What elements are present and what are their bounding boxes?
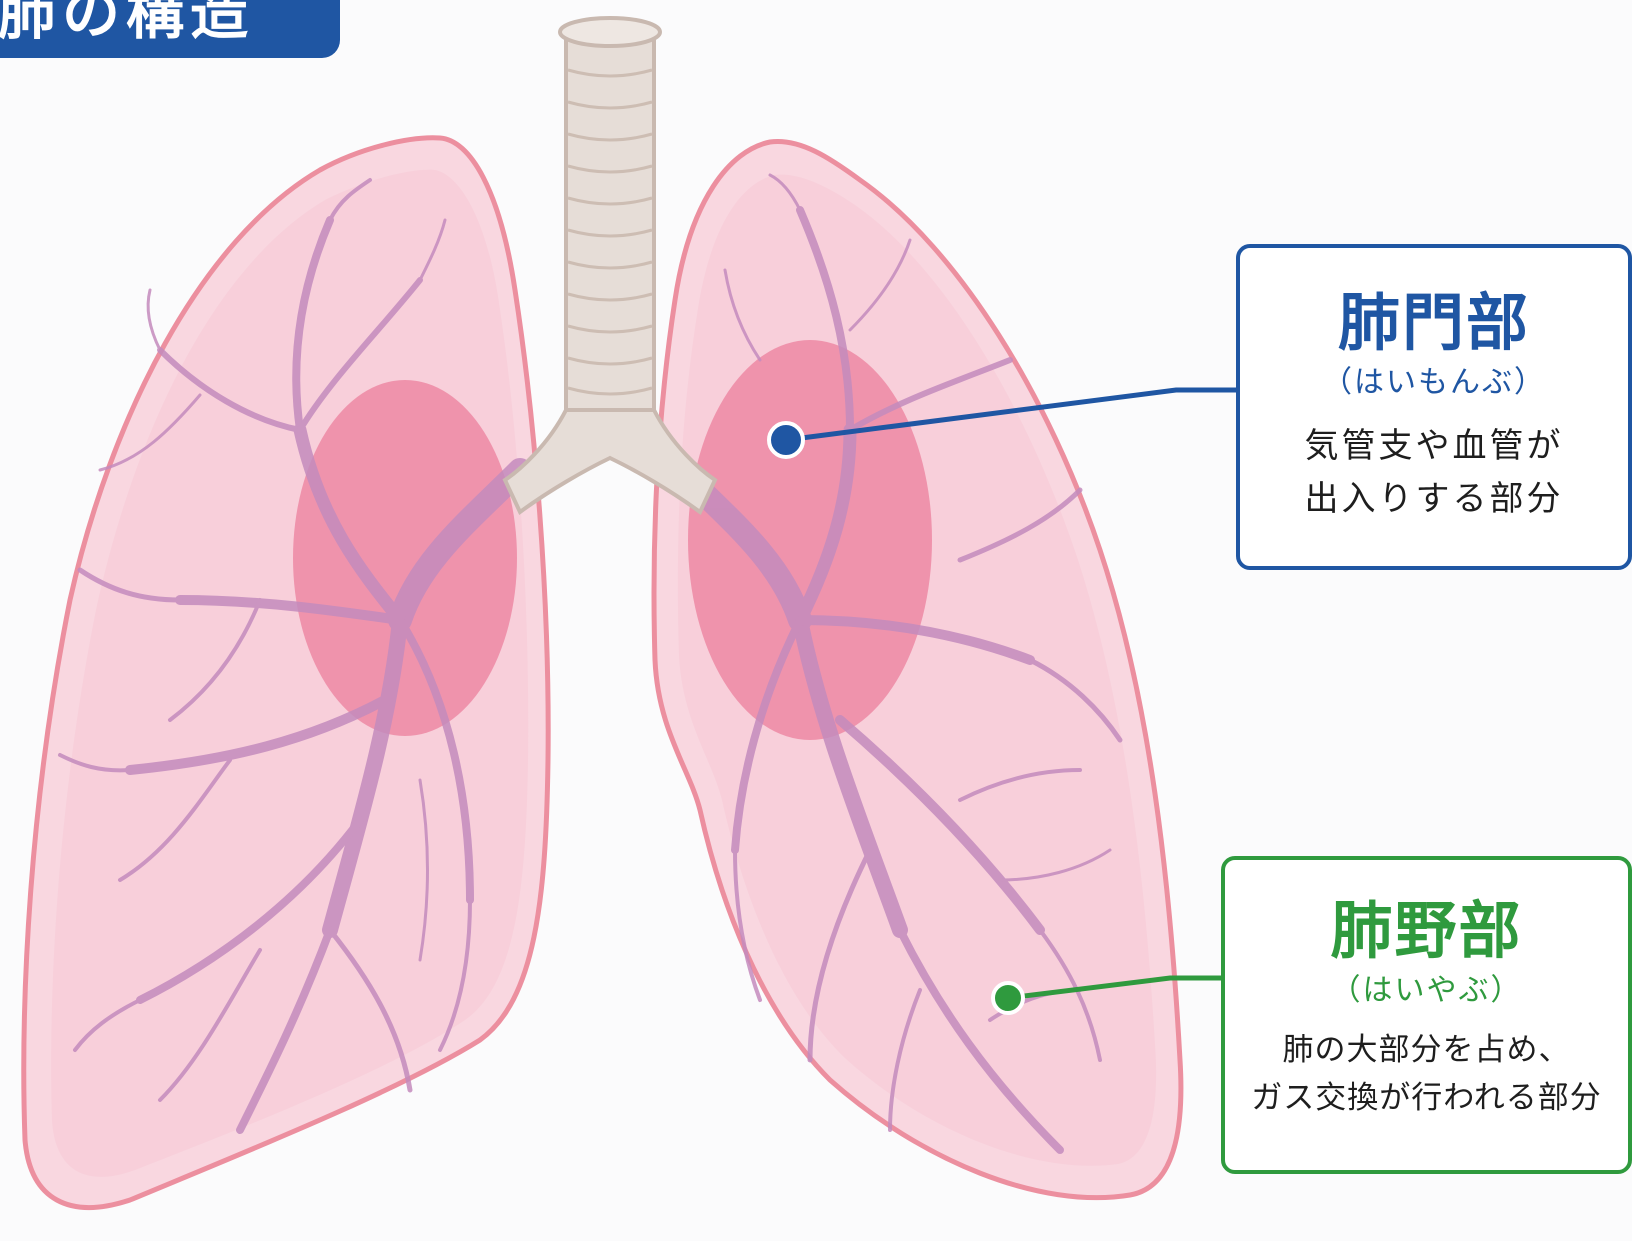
hilum-description: 気管支や血管が 出入りする部分 xyxy=(1240,420,1628,525)
hilum-leader-line xyxy=(785,387,1238,443)
trachea xyxy=(502,16,718,516)
hilum-description-line-1: 気管支や血管が xyxy=(1304,426,1564,466)
field-callout: 肺野部 （はいやぶ） 肺の大部分を占め、 ガス交換が行われる部分 xyxy=(1221,856,1632,1174)
hilum-callout: 肺門部 （はいもんぶ） 気管支や血管が 出入りする部分 xyxy=(1236,244,1632,570)
field-marker-dot xyxy=(991,981,1025,1015)
right-lung-hilum-region xyxy=(293,380,517,736)
trachea-rings xyxy=(567,68,653,396)
field-description: 肺の大部分を占め、 ガス交換が行われる部分 xyxy=(1225,1026,1628,1122)
trachea-top-opening xyxy=(558,16,662,48)
field-name: 肺野部 xyxy=(1330,894,1523,967)
field-description-line-1: 肺の大部分を占め、 xyxy=(1282,1032,1571,1068)
hilum-marker-dot xyxy=(767,421,805,459)
field-reading: （はいやぶ） xyxy=(1330,973,1523,1008)
field-leader-line xyxy=(1007,975,1223,1001)
hilum-reading: （はいもんぶ） xyxy=(1322,365,1546,400)
field-description-line-2: ガス交換が行われる部分 xyxy=(1251,1080,1602,1117)
field-pointer xyxy=(991,975,1223,1015)
trachea-tube xyxy=(564,30,656,412)
bronchi xyxy=(502,393,718,516)
right-lung-airways xyxy=(58,178,532,1134)
hilum-name: 肺門部 xyxy=(1337,286,1530,359)
left-lung xyxy=(651,138,1184,1201)
right-lung xyxy=(21,135,551,1210)
hilum-pointer xyxy=(767,387,1238,459)
hilum-description-line-2: 出入りする部分 xyxy=(1304,478,1564,519)
left-lung-hilum-region xyxy=(688,340,932,740)
page-title: 肺の構造 xyxy=(0,0,340,58)
